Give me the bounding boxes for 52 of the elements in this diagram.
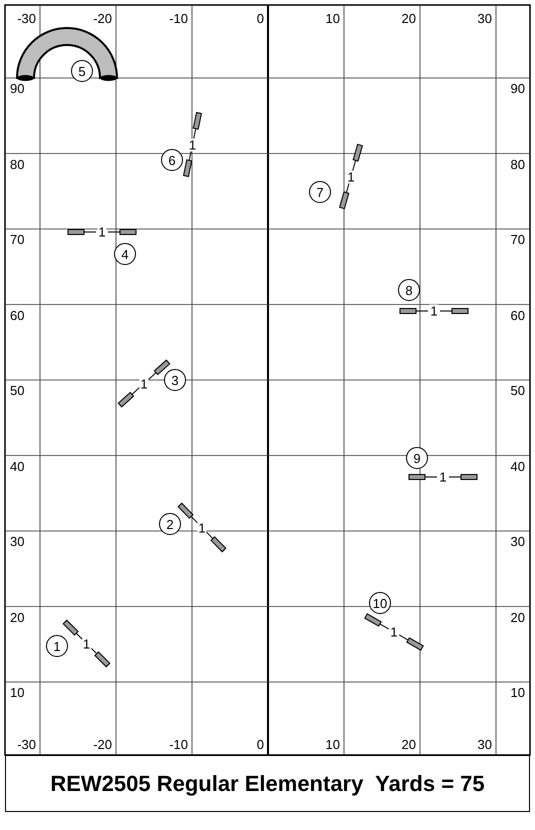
- jump-height-label: 1: [197, 521, 207, 534]
- axis-label: -20: [93, 738, 112, 752]
- axis-label: 50: [10, 384, 24, 398]
- jump-height-label: 1: [429, 304, 439, 318]
- axis-label: -30: [17, 738, 36, 752]
- axis-label: 40: [10, 460, 24, 474]
- axis-label: 30: [478, 12, 492, 26]
- axis-label: 20: [402, 12, 416, 26]
- axis-label: 70: [10, 233, 24, 247]
- obstacle-number: 4: [114, 243, 136, 265]
- axis-label: 10: [326, 12, 340, 26]
- axis-label: 10: [510, 686, 525, 700]
- obstacle-number: 8: [398, 279, 420, 301]
- axis-label: -10: [169, 12, 188, 26]
- jump-height-label: 1: [438, 470, 448, 484]
- axis-label: 10: [10, 686, 24, 700]
- jump-height-label: 1: [346, 170, 356, 183]
- axis-label: 80: [10, 158, 24, 172]
- axis-label: 30: [10, 535, 24, 549]
- axis-label: -30: [17, 12, 36, 26]
- axis-label: -20: [93, 12, 112, 26]
- axis-label: 20: [510, 610, 525, 624]
- axis-label: 30: [510, 535, 525, 549]
- axis-label: 20: [402, 738, 416, 752]
- axis-label: 70: [510, 233, 525, 247]
- axis-label: 0: [256, 12, 264, 26]
- jump-height-label: 1: [139, 377, 149, 390]
- axis-label: 40: [510, 460, 525, 474]
- obstacle-number: 7: [309, 181, 331, 203]
- obstacle-number: 2: [159, 513, 181, 535]
- obstacle-number: 10: [369, 592, 391, 614]
- jump-height-label: 1: [82, 637, 92, 650]
- axis-label: -10: [169, 738, 188, 752]
- axis-label: 80: [510, 158, 525, 172]
- obstacle-number: 1: [46, 635, 68, 657]
- axis-label: 30: [478, 738, 492, 752]
- jump-height-label: 1: [97, 226, 107, 238]
- jump-height-label: 1: [188, 138, 198, 151]
- axis-label: 90: [510, 82, 525, 96]
- jump-height-label: 1: [389, 626, 399, 638]
- obstacle-number: 5: [71, 60, 93, 82]
- axis-label: 20: [10, 610, 24, 624]
- axis-label: 60: [510, 308, 525, 322]
- obstacle-number: 9: [406, 447, 428, 469]
- axis-label: 50: [510, 384, 525, 398]
- obstacle-number: 6: [161, 149, 183, 171]
- course-title: REW2505 Regular Elementary Yards = 75: [50, 770, 485, 796]
- axis-label: 90: [10, 82, 24, 96]
- axis-label: 60: [10, 308, 24, 322]
- obstacle-number: 3: [164, 369, 186, 391]
- axis-label: 10: [326, 738, 340, 752]
- axis-label: 0: [256, 738, 264, 752]
